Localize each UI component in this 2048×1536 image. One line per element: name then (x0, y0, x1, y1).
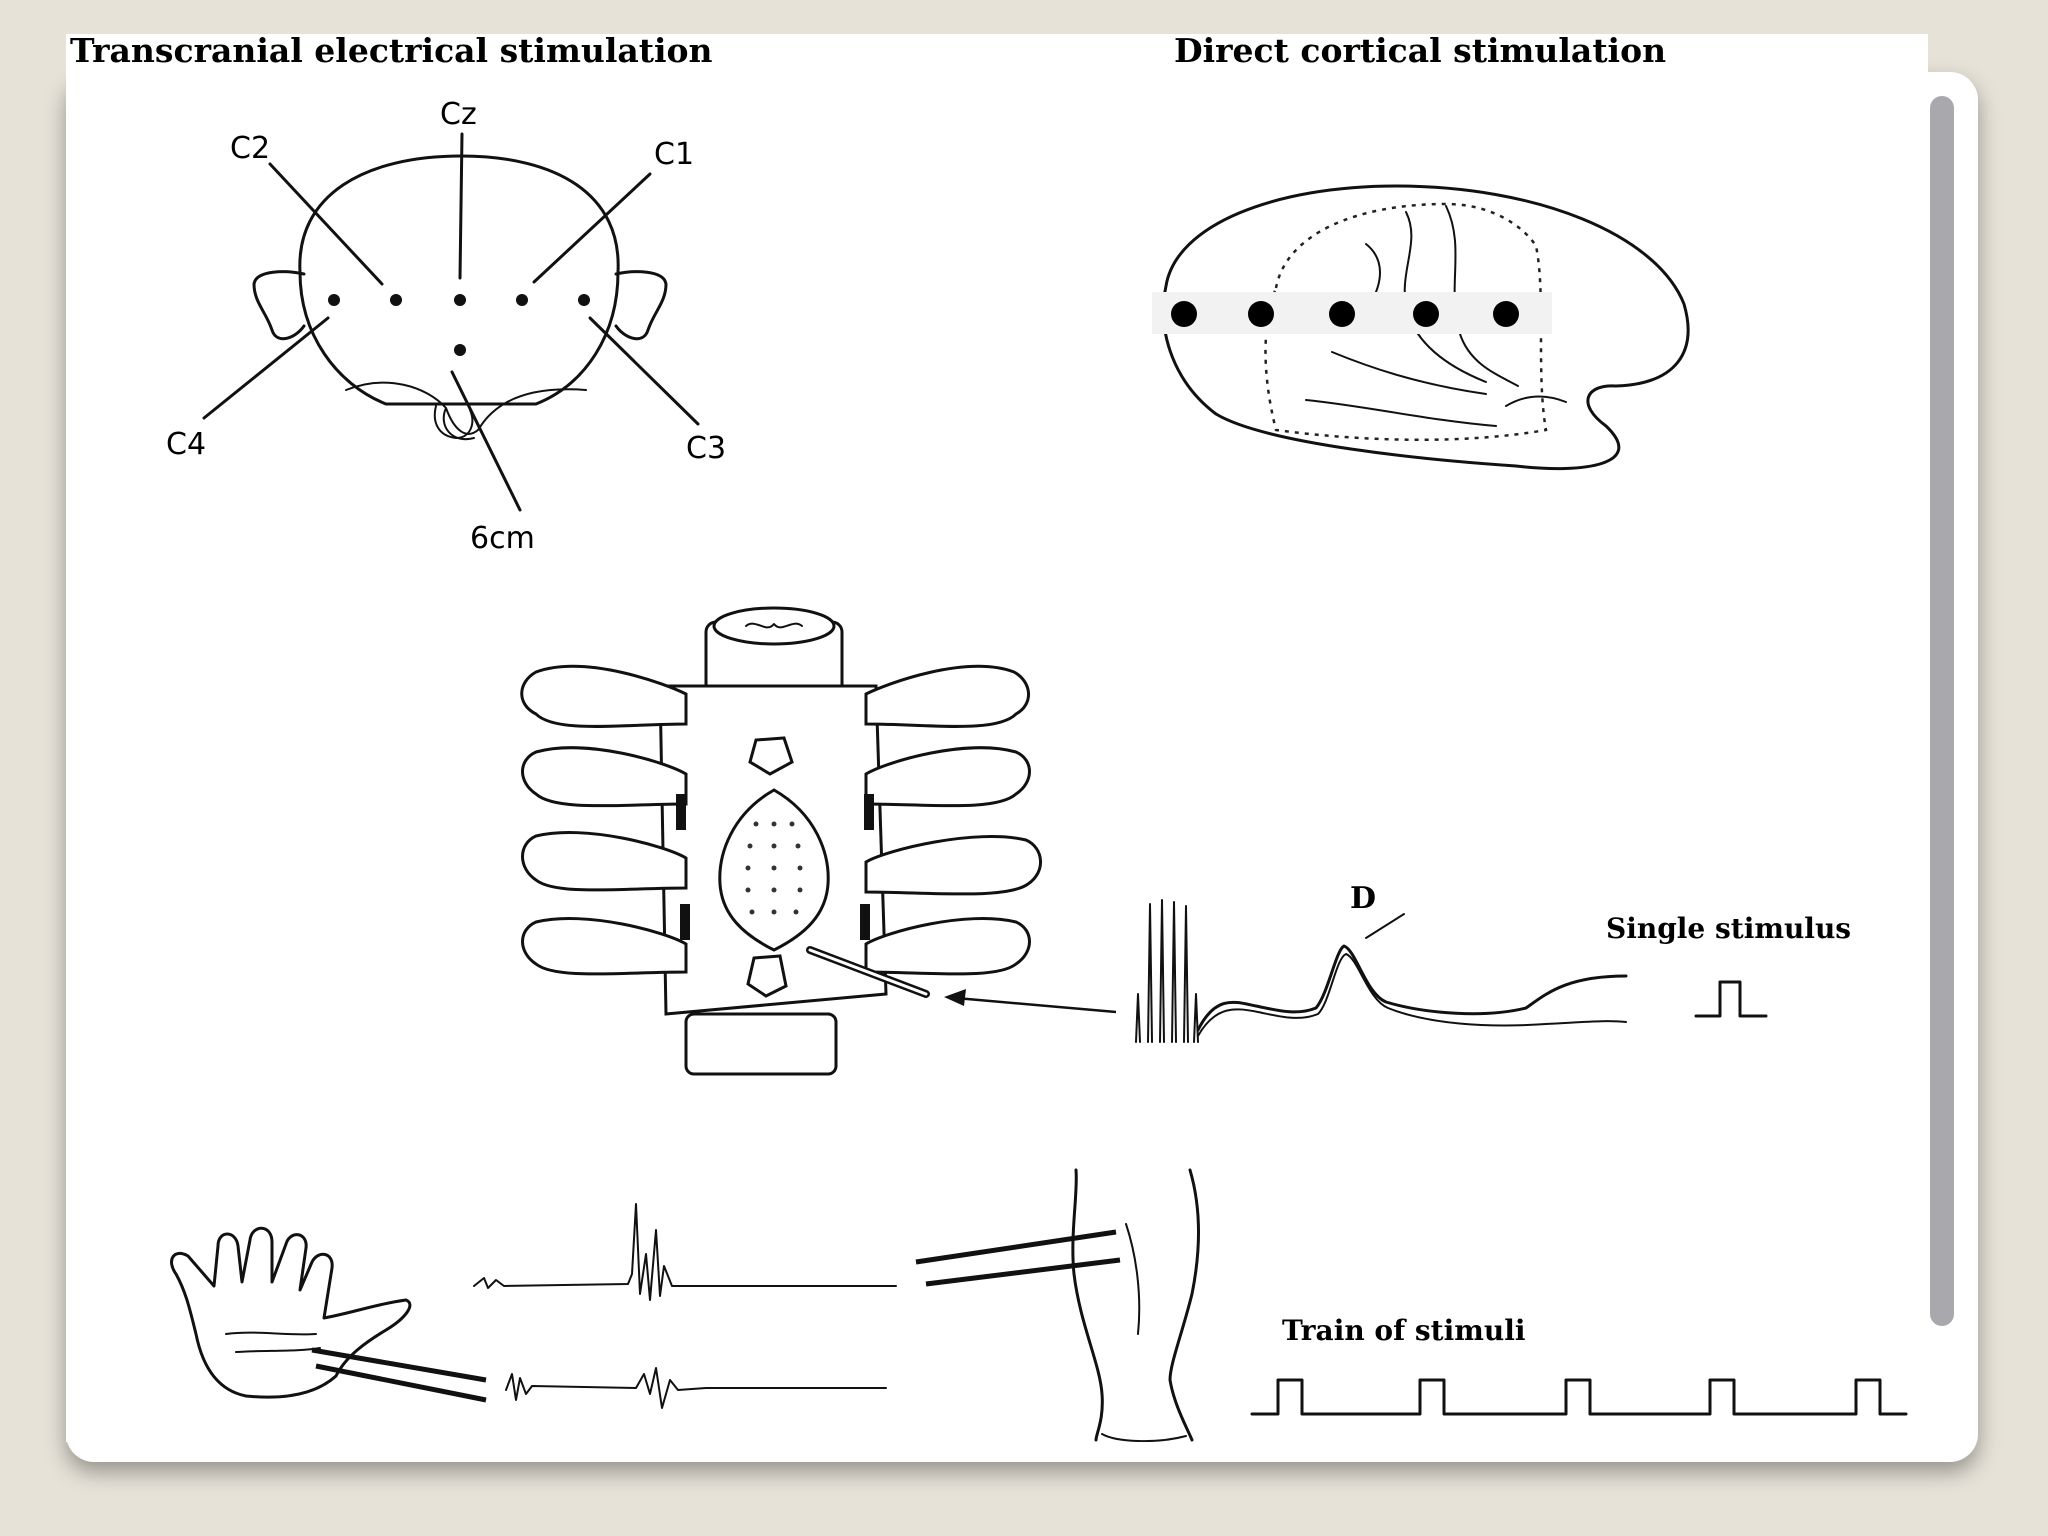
right-ear (616, 272, 666, 339)
nerve-root-3 (680, 904, 690, 940)
process-2 (866, 666, 1029, 726)
pulse-train (1252, 1380, 1906, 1414)
mep-trace-upper (474, 1204, 896, 1300)
leg-outline (1073, 1170, 1199, 1440)
palm-crease-2 (236, 1348, 320, 1352)
electrode-cz (454, 294, 466, 306)
leg-contour (1126, 1224, 1139, 1334)
label-c4: C4 (166, 427, 206, 462)
spinal-cord-bottom (686, 1014, 836, 1074)
head-outline (300, 156, 618, 404)
cortical-electrode-5 (1493, 301, 1519, 327)
leader-c4 (204, 318, 328, 418)
stimulation-figure: Transcranial electrical stimulation Dire… (66, 34, 1928, 1442)
process-8 (866, 919, 1030, 974)
electrode-c4 (328, 294, 340, 306)
stimulus-artifact (1136, 900, 1198, 1042)
label-c2: C2 (230, 131, 270, 166)
d-wave-line-1 (1198, 946, 1626, 1030)
d-wave-line-2 (1198, 954, 1626, 1036)
cortical-electrode-4 (1413, 301, 1439, 327)
process-4 (866, 748, 1030, 806)
brain-diagram (1152, 186, 1688, 469)
mep-trace-lower (506, 1368, 886, 1408)
d-wave-trace: D (1136, 881, 1626, 1042)
label-c1: C1 (654, 137, 694, 172)
left-ear (254, 272, 304, 339)
scrollbar[interactable] (1930, 96, 1954, 1326)
head-diagram: Cz C2 C1 C4 C3 6cm (166, 97, 726, 556)
electrode-c1 (516, 294, 528, 306)
hand-lead-2 (316, 1366, 486, 1400)
foot (1102, 1434, 1186, 1441)
label-d-wave: D (1350, 881, 1376, 916)
label-c3: C3 (686, 431, 726, 466)
arrow-to-spine (944, 989, 1116, 1012)
title-transcranial: Transcranial electrical stimulation (70, 34, 713, 70)
mep-traces (474, 1204, 896, 1408)
cord-cross-section (714, 608, 834, 644)
figure-sheet: Transcranial electrical stimulation Dire… (66, 34, 1928, 1442)
temporal-notch (1506, 396, 1566, 406)
leader-6cm (452, 372, 520, 510)
label-single-stimulus: Single stimulus (1606, 912, 1851, 945)
title-direct-cortical: Direct cortical stimulation (1174, 34, 1666, 70)
electrode-c2 (390, 294, 402, 306)
leader-cz (460, 134, 462, 278)
sulcus-4 (1306, 400, 1496, 426)
cortical-electrode-1 (1171, 301, 1197, 327)
leader-c1 (534, 174, 650, 282)
leg-lead-2 (926, 1260, 1120, 1284)
leader-c2 (270, 164, 382, 284)
hand-diagram (172, 1228, 486, 1400)
nerve-root-1 (676, 794, 686, 830)
nerve-root-4 (860, 904, 870, 940)
hand-lead-1 (312, 1350, 486, 1380)
label-train-of-stimuli: Train of stimuli (1282, 1314, 1526, 1347)
face-outline (346, 383, 586, 440)
process-7 (523, 919, 687, 974)
palm-crease-1 (226, 1333, 316, 1335)
electrode-c3 (578, 294, 590, 306)
process-1 (522, 666, 686, 726)
d-leader (1366, 914, 1404, 938)
single-pulse (1696, 982, 1766, 1016)
label-6cm: 6cm (470, 521, 535, 556)
cortical-electrode-2 (1248, 301, 1274, 327)
electrode-reference (454, 344, 466, 356)
process-6 (866, 837, 1041, 894)
sulcus-3 (1332, 352, 1486, 394)
hand-outline (172, 1228, 410, 1397)
leader-c3 (590, 318, 698, 424)
leg-diagram (916, 1170, 1199, 1441)
nerve-root-2 (864, 794, 874, 830)
label-cz: Cz (440, 97, 477, 132)
cortical-electrode-3 (1329, 301, 1355, 327)
leg-lead-1 (916, 1232, 1116, 1262)
